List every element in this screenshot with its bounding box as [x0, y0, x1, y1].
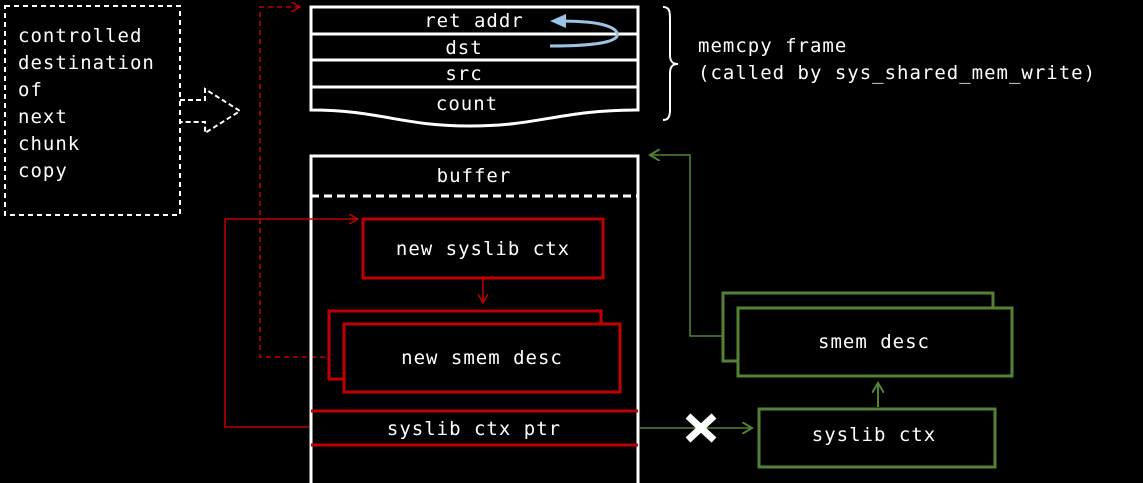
frame-row-dst: dst [445, 37, 482, 59]
callout-line-5: chunk [18, 133, 80, 155]
overwrite-path-arrow [259, 7, 325, 358]
ptr-to-new-ctx-arrow [224, 219, 358, 428]
dst-to-ret-arrow [549, 19, 619, 48]
buffer: buffer new syslib ctx new smem desc sysl… [309, 154, 640, 483]
callout-box [4, 5, 181, 216]
frame-brace [662, 6, 679, 121]
syslib-ctx-label: syslib ctx [812, 424, 936, 446]
frame-row-src: src [445, 63, 482, 85]
frame-label-sub: (called by sys_shared_mem_write) [698, 62, 1096, 84]
smem-desc-box [736, 306, 1014, 378]
memcpy-frame: ret addr dst src count [309, 5, 640, 128]
callout-line-4: next [18, 106, 68, 128]
new-smem-desc-label: new smem desc [401, 347, 563, 369]
frame-label: memcpy frame [698, 35, 847, 57]
new-smem-desc-box [342, 322, 622, 394]
buffer-title: buffer [437, 165, 512, 187]
frame-row-ret-addr: ret addr [424, 10, 524, 32]
original-objects: smem desc syslib ctx [640, 155, 1014, 469]
callout-arrow [180, 87, 242, 135]
broken-link-x-icon [685, 413, 717, 443]
callout-line-1: controlled [18, 25, 142, 47]
syslib-ctx-box [757, 407, 997, 469]
callout-line-3: of [18, 79, 43, 101]
frame-row-count: count [436, 93, 498, 115]
syslib-ctx-ptr-label: syslib ctx ptr [387, 418, 561, 440]
smem-desc-label: smem desc [818, 331, 930, 353]
buffer-box [309, 154, 640, 483]
callout-line-6: copy [18, 160, 68, 182]
callout-line-2: destination [18, 52, 155, 74]
frame-box [309, 5, 640, 128]
smem-to-buffer-arrow [650, 155, 723, 337]
dst-to-ret-arrowhead [550, 14, 566, 28]
callout-note: controlled destination of next chunk cop… [4, 5, 242, 216]
new-syslib-ctx-box [361, 217, 605, 280]
new-syslib-ctx-label: new syslib ctx [396, 238, 570, 260]
